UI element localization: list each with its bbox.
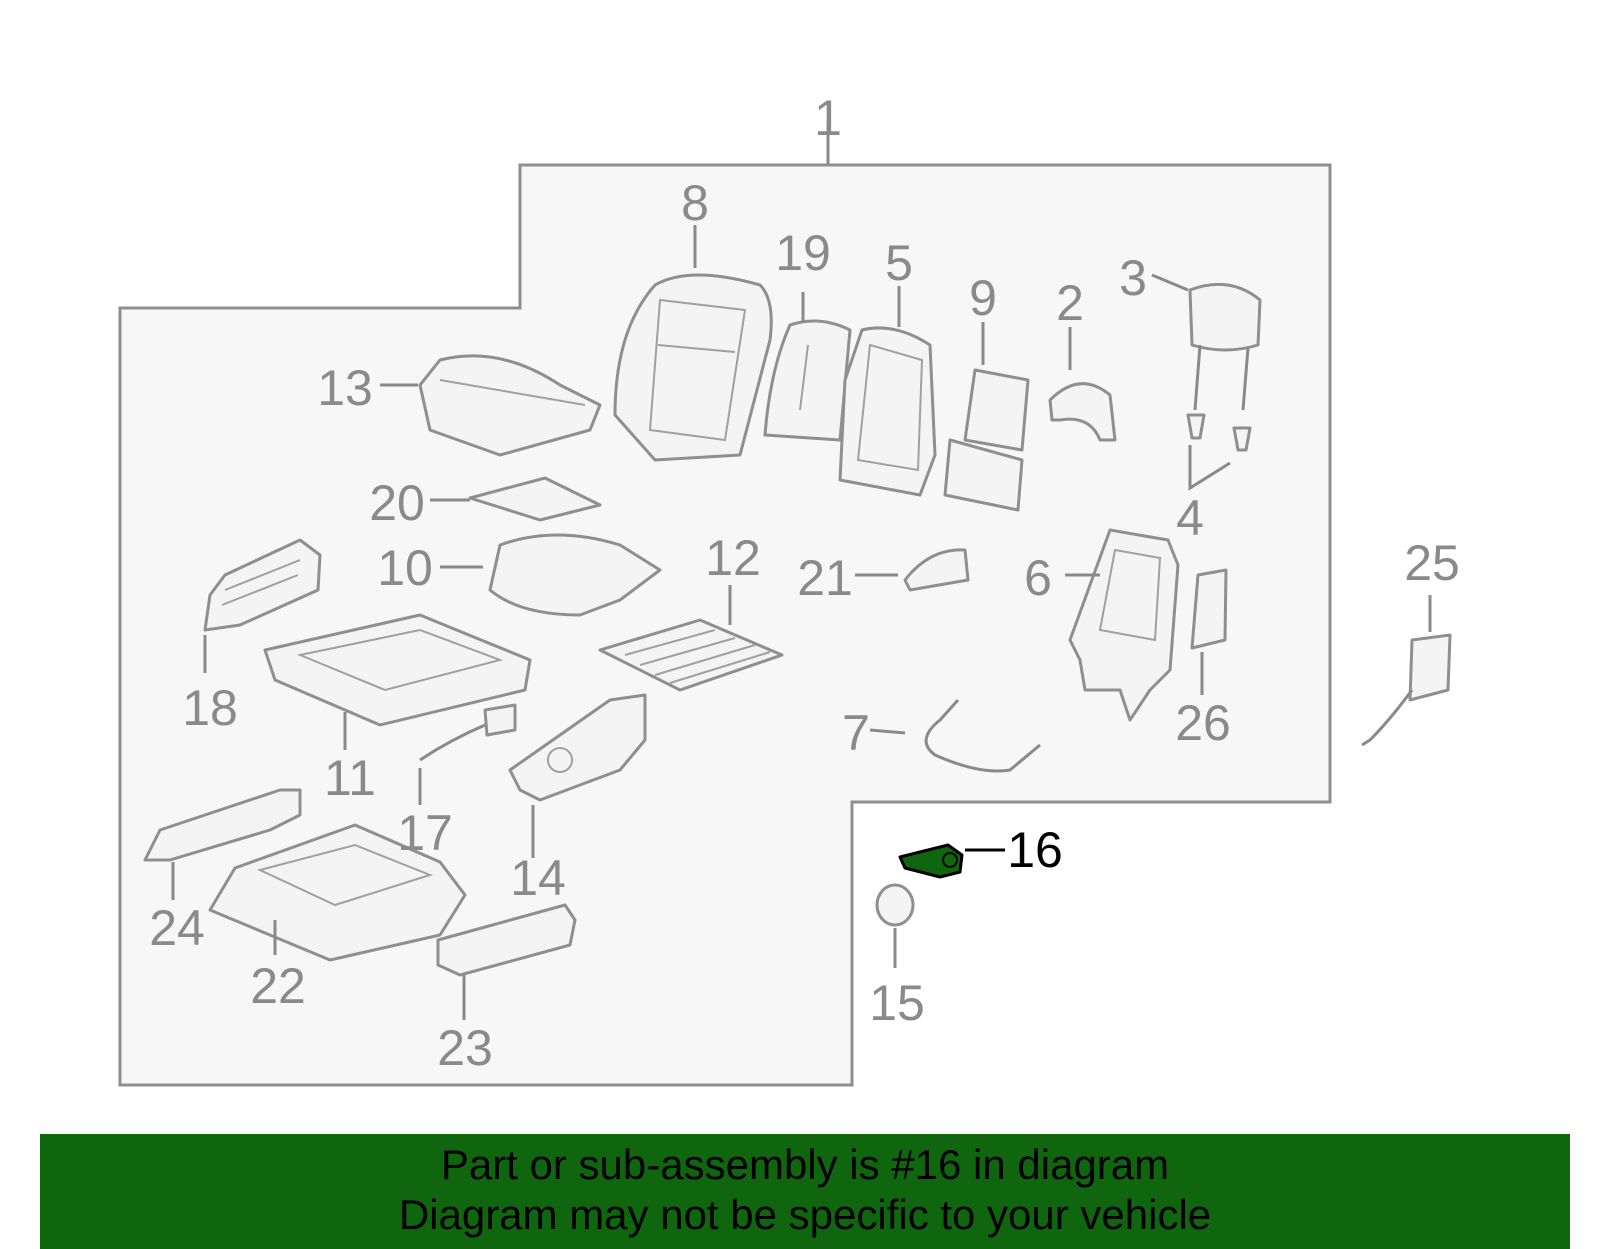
part-16-highlighted[interactable] — [898, 843, 964, 879]
callout-17: 17 — [397, 805, 453, 861]
callout-8: 8 — [681, 175, 709, 231]
part-26-cover[interactable] — [1190, 568, 1228, 650]
part-3-headrest[interactable] — [1188, 282, 1262, 411]
part-9-pocket[interactable] — [943, 368, 1030, 512]
callout-20: 20 — [369, 475, 425, 531]
callout-23: 23 — [437, 1020, 493, 1076]
callout-22: 22 — [250, 958, 306, 1014]
part-14-side-shield[interactable] — [508, 693, 647, 802]
part-6-back-frame[interactable] — [1068, 528, 1180, 722]
part-17-harness[interactable] — [419, 703, 517, 762]
callout-9: 9 — [969, 270, 997, 326]
part-13-cushion-cover[interactable] — [418, 354, 602, 457]
callout-5: 5 — [885, 235, 913, 291]
callout-14: 14 — [510, 850, 566, 906]
part-2-trim[interactable] — [1048, 382, 1117, 442]
part-24-trim[interactable] — [143, 788, 302, 862]
part-25-airbag[interactable] — [1361, 633, 1452, 747]
banner-line-2: Diagram may not be specific to your vehi… — [398, 1191, 1212, 1238]
callout-10: 10 — [377, 540, 433, 596]
part-12-spring[interactable] — [598, 618, 784, 692]
info-banner: Part or sub-assembly is #16 in diagram D… — [40, 1134, 1570, 1249]
callout-16: 16 — [1007, 822, 1063, 878]
callout-11: 11 — [324, 750, 376, 806]
callout-15: 15 — [869, 975, 925, 1031]
callout-19: 19 — [775, 225, 831, 281]
callout-2: 2 — [1056, 275, 1084, 331]
callout-12: 12 — [705, 530, 761, 586]
callout-18: 18 — [182, 680, 238, 736]
part-15-cap[interactable] — [875, 883, 915, 927]
callout-26: 26 — [1175, 695, 1231, 751]
callout-3: 3 — [1119, 250, 1147, 306]
part-11-frame[interactable] — [263, 613, 532, 727]
callout-4: 4 — [1176, 490, 1204, 546]
part-21-armrest[interactable] — [903, 548, 970, 592]
callout-25: 25 — [1404, 535, 1460, 591]
callout-13: 13 — [317, 360, 373, 416]
callout-21: 21 — [797, 550, 853, 606]
part-10-cushion-pad[interactable] — [488, 533, 662, 617]
part-7-wire[interactable] — [924, 698, 1041, 773]
part-23-track-cover[interactable] — [436, 903, 577, 977]
callout-6: 6 — [1024, 550, 1052, 606]
part-8-seatback-cover[interactable] — [613, 273, 773, 462]
part-20-heater[interactable] — [468, 476, 602, 522]
part-19-seatback-pad[interactable] — [763, 319, 852, 442]
part-18-side-panel[interactable] — [203, 538, 322, 632]
callout-24: 24 — [149, 900, 205, 956]
part-4-guides[interactable] — [1186, 413, 1252, 452]
callout-1: 1 — [814, 90, 842, 146]
part-5-seatback-panel[interactable] — [838, 326, 937, 497]
banner-line-1: Part or sub-assembly is #16 in diagram — [440, 1141, 1170, 1188]
callout-7: 7 — [842, 705, 870, 761]
